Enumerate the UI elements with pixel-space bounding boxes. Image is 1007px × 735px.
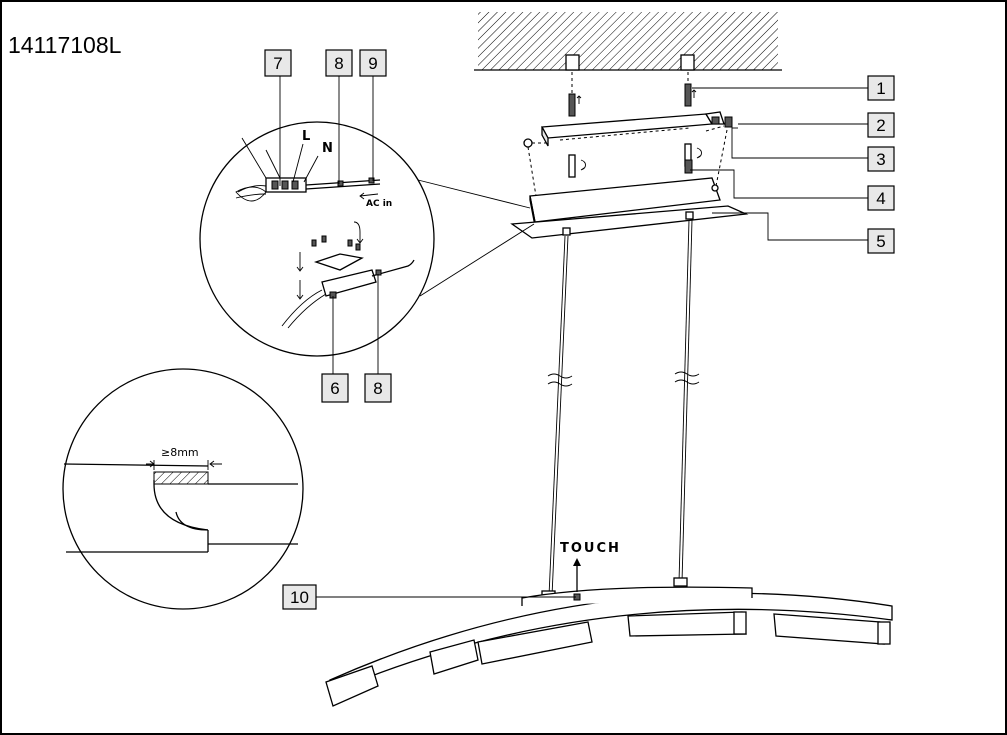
callout-1: 1: [867, 75, 895, 101]
leader-lines: [279, 76, 868, 598]
clearance-label: ≥8mm: [161, 446, 199, 459]
callout-8-bottom: 8: [364, 373, 392, 403]
callout-10: 10: [282, 584, 317, 610]
svg-text:8: 8: [334, 54, 343, 73]
callout-7: 7: [264, 49, 292, 77]
live-label: L: [302, 129, 310, 144]
svg-text:8: 8: [373, 379, 382, 398]
ceiling-canopy: [510, 177, 749, 239]
callout-2: 2: [867, 112, 895, 138]
callout-3: 3: [867, 146, 895, 172]
callout-5: 5: [867, 228, 895, 254]
model-number: 14117108L: [8, 32, 122, 58]
ceiling: [474, 12, 782, 71]
fixing-screws: [568, 143, 702, 178]
lamp-body: [325, 577, 893, 707]
clearance-detail: ≥8mm: [62, 368, 304, 610]
touch-label: TOUCH: [560, 541, 621, 556]
wall-plug-left: [568, 72, 582, 117]
svg-text:2: 2: [876, 116, 885, 135]
svg-text:9: 9: [368, 54, 377, 73]
svg-text:10: 10: [290, 588, 309, 607]
mounting-bracket: [540, 111, 725, 147]
svg-text:3: 3: [876, 150, 885, 169]
touch-indicator: TOUCH: [560, 541, 621, 592]
callout-4: 4: [867, 185, 895, 211]
wall-plug-right: [684, 72, 697, 107]
svg-text:6: 6: [330, 379, 339, 398]
svg-text:4: 4: [876, 189, 885, 208]
svg-text:5: 5: [876, 232, 885, 251]
callout-8-top: 8: [325, 49, 353, 77]
svg-text:1: 1: [876, 79, 885, 98]
suspension-cables: [547, 219, 700, 597]
neutral-label: N: [322, 141, 333, 156]
callout-9: 9: [359, 49, 387, 77]
power-in-label: AC in: [366, 199, 392, 209]
callout-6: 6: [321, 373, 349, 403]
svg-text:7: 7: [273, 54, 282, 73]
wiring-detail: L N AC in: [199, 121, 535, 357]
